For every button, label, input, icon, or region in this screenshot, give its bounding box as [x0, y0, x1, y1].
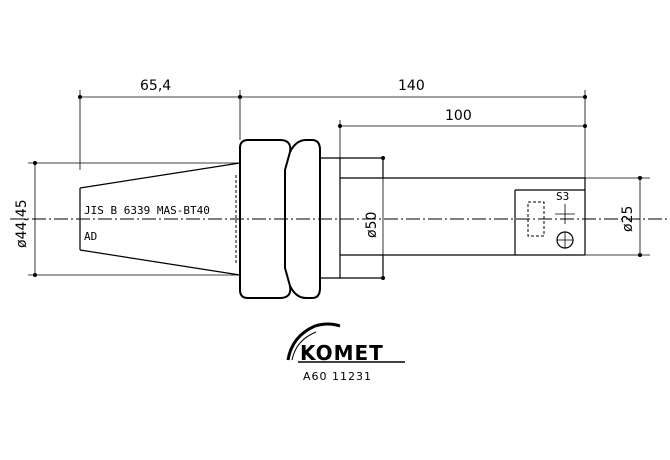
komet-logo: KOMET [286, 322, 405, 365]
dim-taper-diameter: ø44,45 [14, 199, 30, 248]
logo-brand: KOMET [300, 341, 384, 365]
dim-shank-length: 100 [445, 108, 472, 124]
dimension-lines [28, 90, 650, 280]
dim-total-length: 140 [398, 78, 425, 94]
detail-label: S3 [556, 190, 569, 203]
taper-spec-text: JIS B 6339 MAS-BT40 [84, 204, 210, 217]
part-number: A60 11231 [303, 370, 372, 383]
taper-grade-text: AD [84, 230, 97, 243]
dim-collar-diameter: ø50 [364, 212, 380, 238]
dim-taper-length: 65,4 [140, 78, 171, 94]
